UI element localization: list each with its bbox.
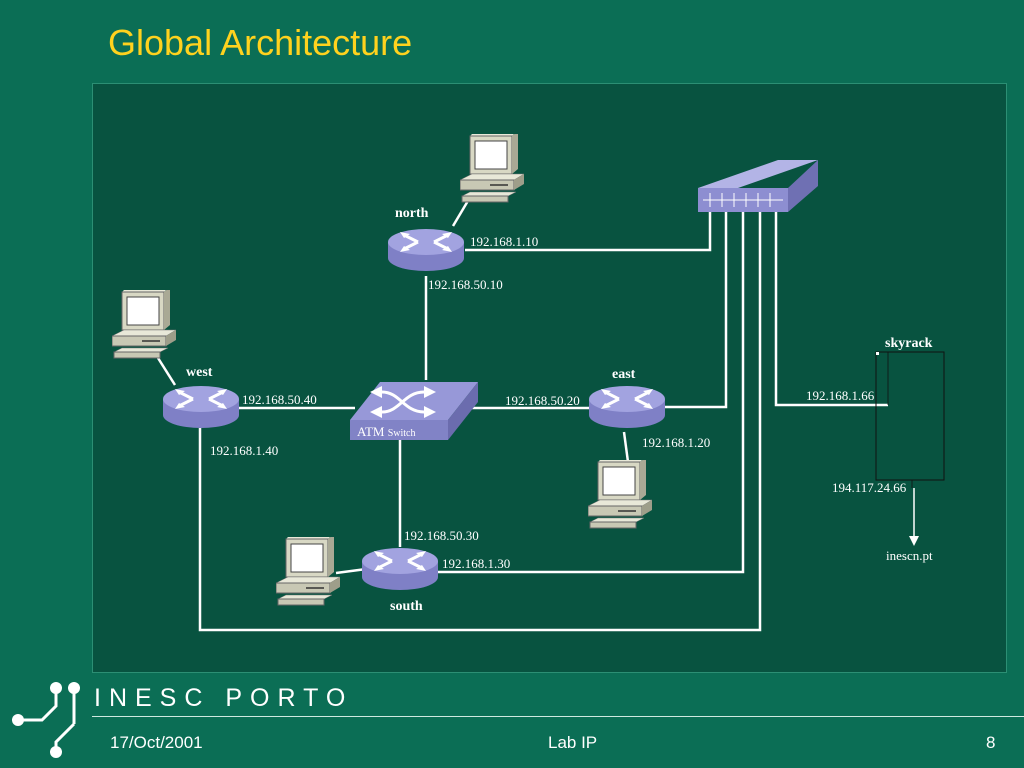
link-skyrack-lan bbox=[774, 212, 888, 407]
router-south-label: south bbox=[390, 599, 423, 614]
address-west-lan: 192.168.1.40 bbox=[210, 443, 278, 458]
atm-switch-icon: ATM Switch bbox=[350, 382, 478, 440]
brand-wordmark: INESC PORTO bbox=[94, 684, 354, 712]
page-number: 8 bbox=[986, 733, 996, 752]
address-skyrack-lan: 192.168.1.66 bbox=[806, 388, 875, 403]
destination-label: inescn.pt bbox=[886, 548, 933, 563]
link-west-pc bbox=[156, 357, 177, 386]
network-links bbox=[156, 193, 888, 632]
footer-divider bbox=[92, 716, 1024, 717]
address-north-atm: 192.168.50.10 bbox=[428, 277, 503, 292]
router-north-label: north bbox=[395, 206, 429, 221]
address-south-lan: 192.168.1.30 bbox=[442, 556, 510, 571]
link-west-lan bbox=[198, 212, 762, 632]
router-east-icon bbox=[587, 384, 667, 430]
address-east-atm: 192.168.50.20 bbox=[505, 393, 580, 408]
address-north-lan: 192.168.1.10 bbox=[470, 234, 538, 249]
uplink-arrow bbox=[909, 488, 919, 546]
router-west-label: west bbox=[186, 365, 213, 380]
router-east-label: east bbox=[612, 367, 636, 382]
address-east-lan: 192.168.1.20 bbox=[642, 435, 710, 450]
slide-title: Global Architecture bbox=[108, 22, 413, 63]
ethernet-hub-icon bbox=[698, 160, 818, 212]
router-south-icon bbox=[360, 546, 440, 592]
inesc-logo-icon bbox=[20, 690, 76, 752]
router-north-icon bbox=[386, 227, 466, 273]
workstation-west-icon bbox=[112, 290, 177, 359]
network-diagram-panel bbox=[92, 83, 1007, 673]
link-north-lan bbox=[465, 212, 712, 252]
footer-title: Lab IP bbox=[548, 733, 598, 752]
address-west-atm: 192.168.50.40 bbox=[242, 392, 317, 407]
link-south-lan bbox=[437, 212, 745, 574]
link-east-pc bbox=[622, 431, 630, 463]
skyrack-router: skyrack bbox=[875, 336, 945, 488]
router-west-icon bbox=[161, 384, 241, 430]
atm-switch-label: ATM Switch bbox=[357, 424, 415, 439]
workstation-east-icon bbox=[588, 460, 653, 529]
skyrack-label: skyrack bbox=[885, 336, 933, 351]
address-south-atm: 192.168.50.30 bbox=[404, 528, 479, 543]
inesc-logo-dots bbox=[12, 682, 80, 758]
workstation-north-icon bbox=[460, 134, 525, 203]
link-east-lan bbox=[665, 212, 728, 409]
address-skyrack-wan: 194.117.24.66 bbox=[832, 480, 907, 495]
workstation-south-icon bbox=[276, 537, 341, 606]
footer-date: 17/Oct/2001 bbox=[110, 733, 203, 752]
